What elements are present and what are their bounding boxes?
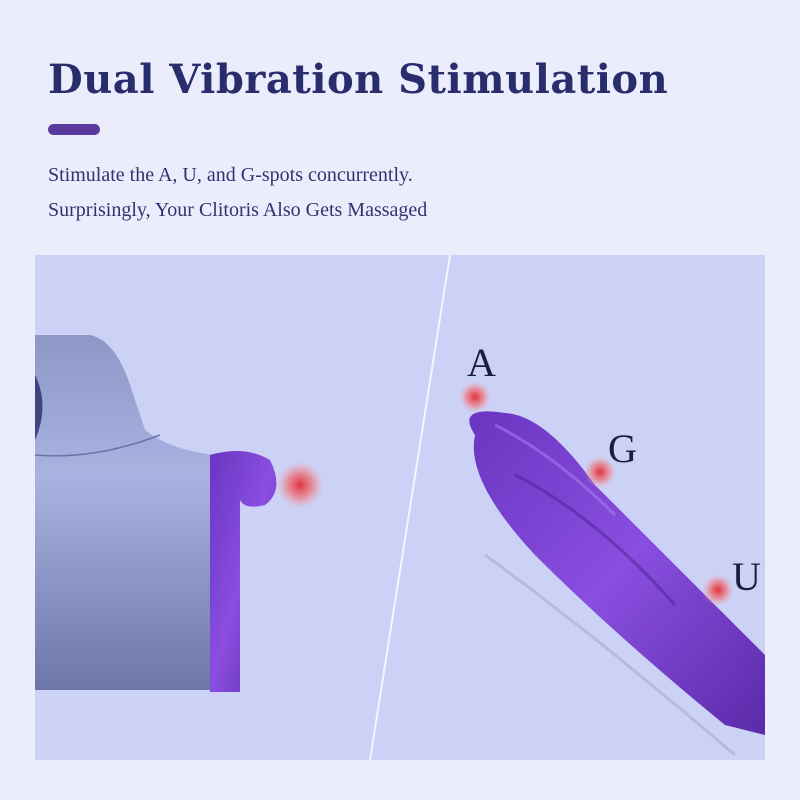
- divider-line: [369, 255, 451, 760]
- spot-label-u: U: [732, 554, 761, 599]
- subtitle-line-2: Surprisingly, Your Clitoris Also Gets Ma…: [48, 199, 428, 221]
- product-illustration-panel: A G U: [35, 255, 765, 760]
- device-handle-left: [35, 335, 324, 692]
- a-spot-marker: [459, 381, 491, 413]
- device-insertable-right: [459, 381, 765, 757]
- spot-label-g: G: [608, 426, 637, 471]
- clitoral-spot-marker: [276, 461, 324, 509]
- product-illustration: [35, 255, 765, 760]
- accent-bar: [48, 124, 100, 135]
- spot-label-a: A: [467, 340, 496, 385]
- g-spot-marker: [584, 456, 616, 488]
- subtitle-line-1: Stimulate the A, U, and G-spots concurre…: [48, 164, 413, 186]
- u-spot-marker: [702, 574, 734, 606]
- page-title: Dual Vibration Stimulation: [48, 56, 669, 103]
